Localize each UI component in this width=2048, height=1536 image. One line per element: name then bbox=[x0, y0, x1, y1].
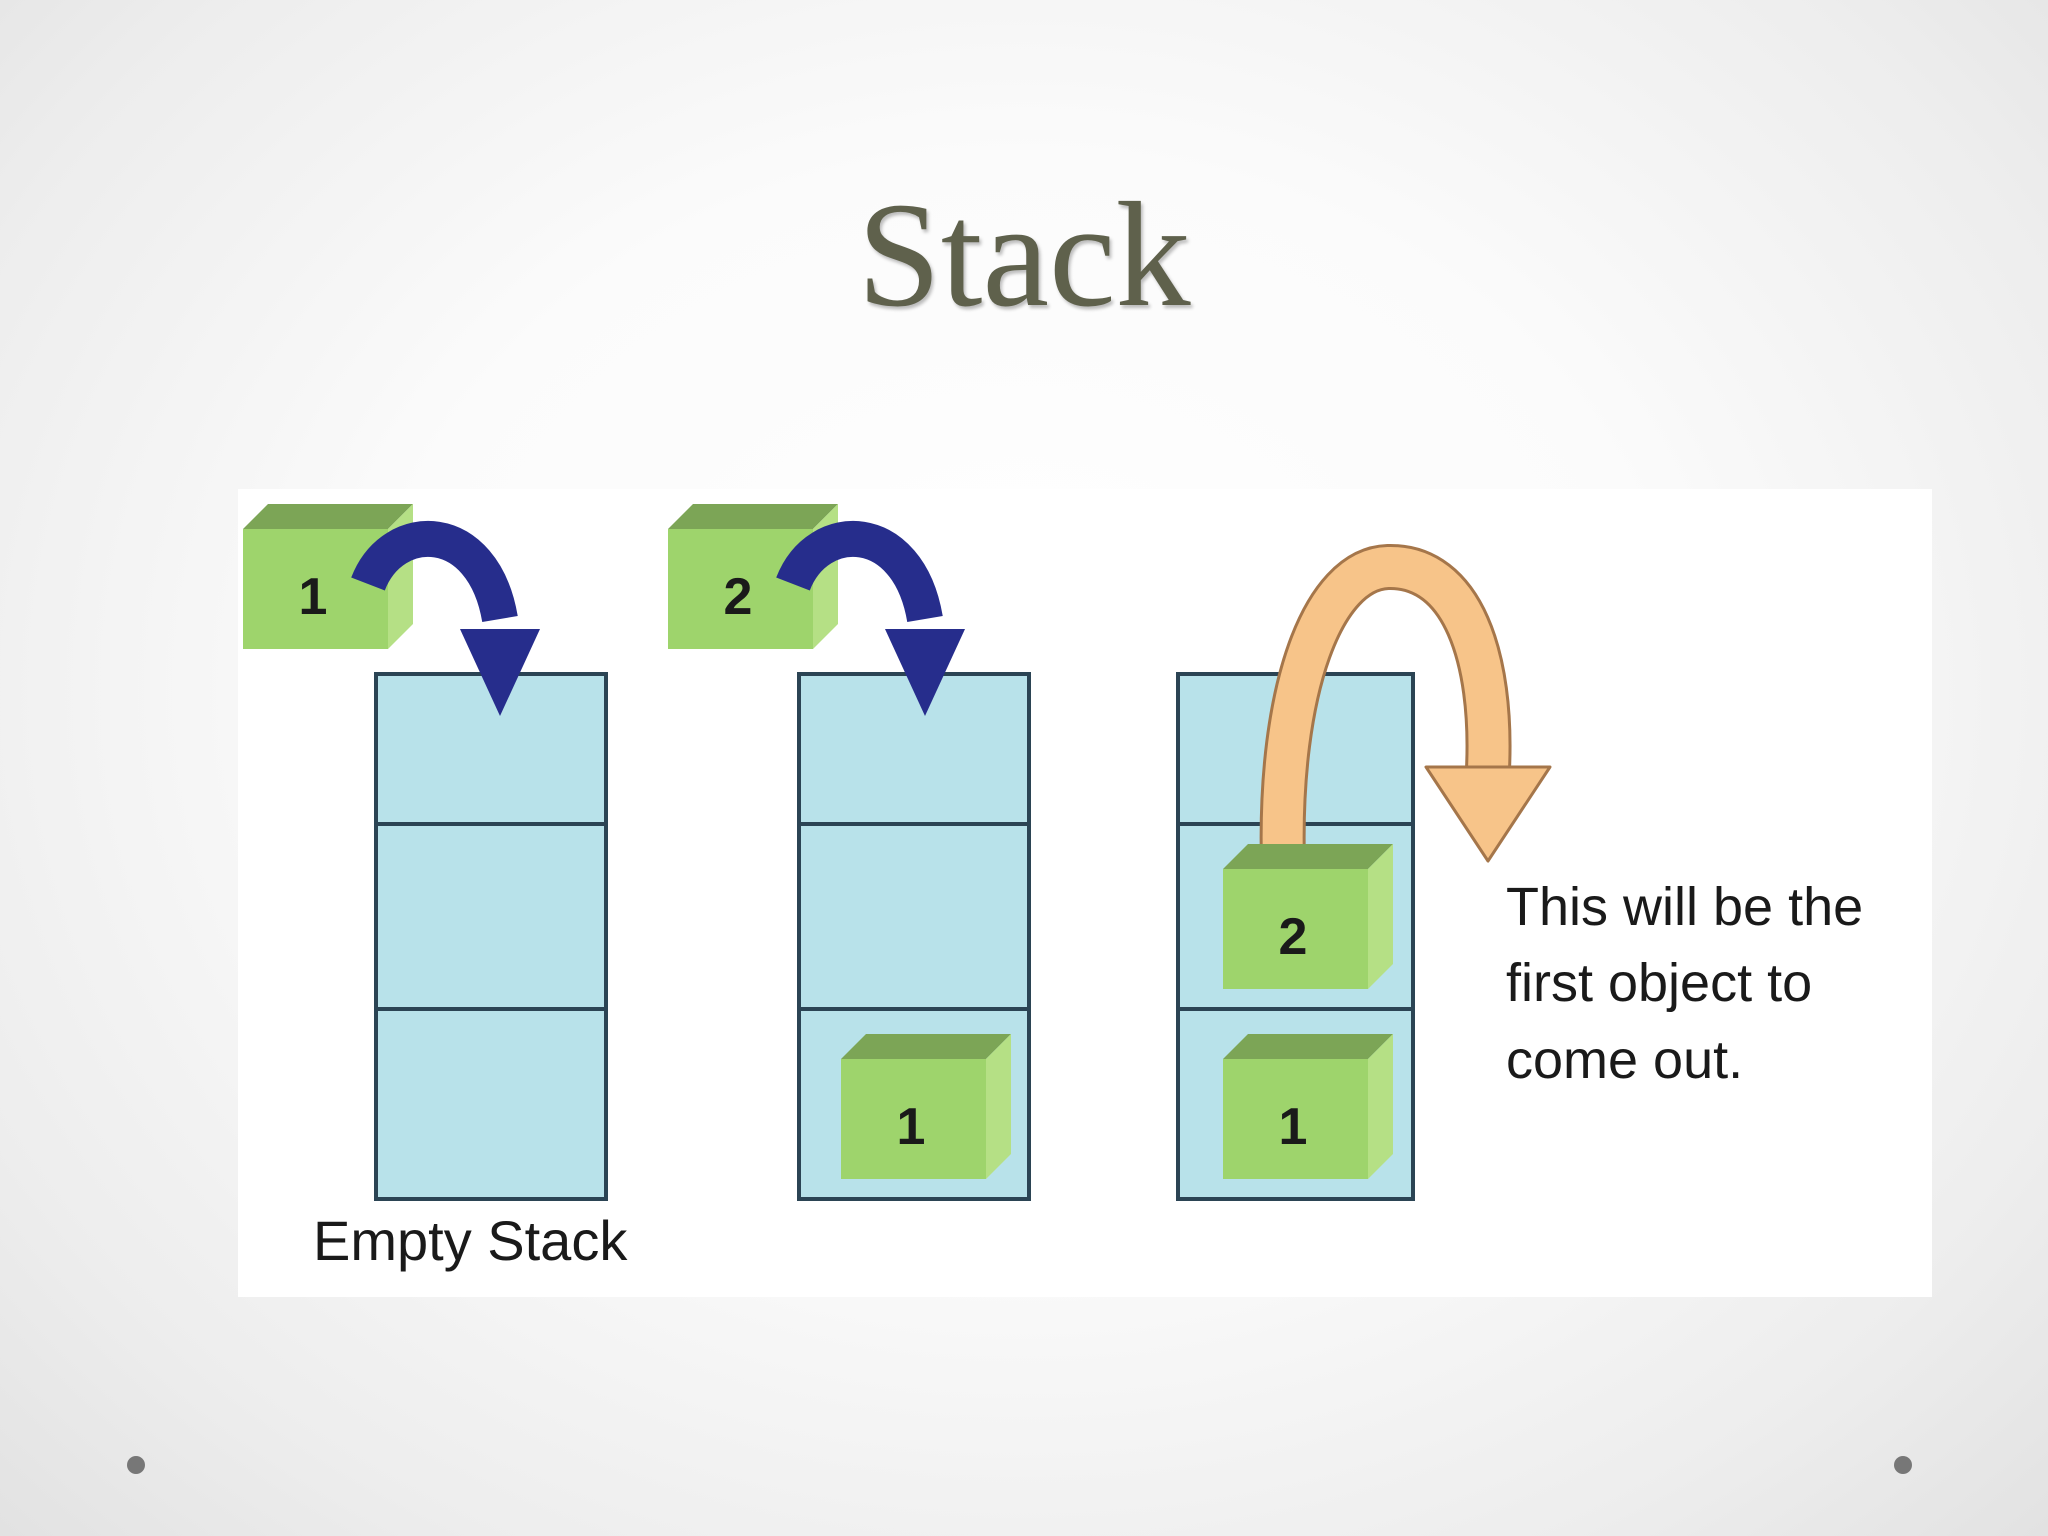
stack-diagram-svg: 1 2 1 bbox=[243, 504, 1863, 1272]
stack-diagram: 1 2 1 bbox=[238, 489, 1932, 1297]
pop-note-line-3: come out. bbox=[1506, 1030, 1743, 1090]
incoming-box-1: 1 bbox=[243, 504, 413, 649]
stack-3-bottom-box-label: 1 bbox=[1279, 1098, 1308, 1156]
pop-note-line-2: first object to bbox=[1506, 953, 1812, 1013]
stack-3-bottom-box: 1 bbox=[1223, 1034, 1393, 1179]
incoming-box-2: 2 bbox=[668, 504, 838, 649]
pop-note: This will be the first object to come ou… bbox=[1506, 877, 1863, 1090]
slide-bullet-dot-right bbox=[1894, 1456, 1912, 1474]
pop-arrow bbox=[1259, 544, 1552, 865]
pop-note-line-1: This will be the bbox=[1506, 877, 1863, 937]
incoming-box-1-label: 1 bbox=[299, 568, 328, 626]
push-arrow-2 bbox=[776, 521, 965, 716]
slide-bullet-dot-left bbox=[127, 1456, 145, 1474]
stack-2-bottom-box: 1 bbox=[841, 1034, 1011, 1179]
push-arrow-1 bbox=[351, 521, 540, 716]
incoming-box-2-label: 2 bbox=[724, 568, 753, 626]
empty-stack bbox=[374, 672, 608, 1201]
stack-3-top-box-label: 2 bbox=[1279, 908, 1308, 966]
slide-title: Stack bbox=[857, 172, 1191, 338]
empty-stack-caption: Empty Stack bbox=[313, 1209, 628, 1272]
stack-2-bottom-box-label: 1 bbox=[897, 1098, 926, 1156]
stack-3-top-box: 2 bbox=[1223, 844, 1393, 989]
